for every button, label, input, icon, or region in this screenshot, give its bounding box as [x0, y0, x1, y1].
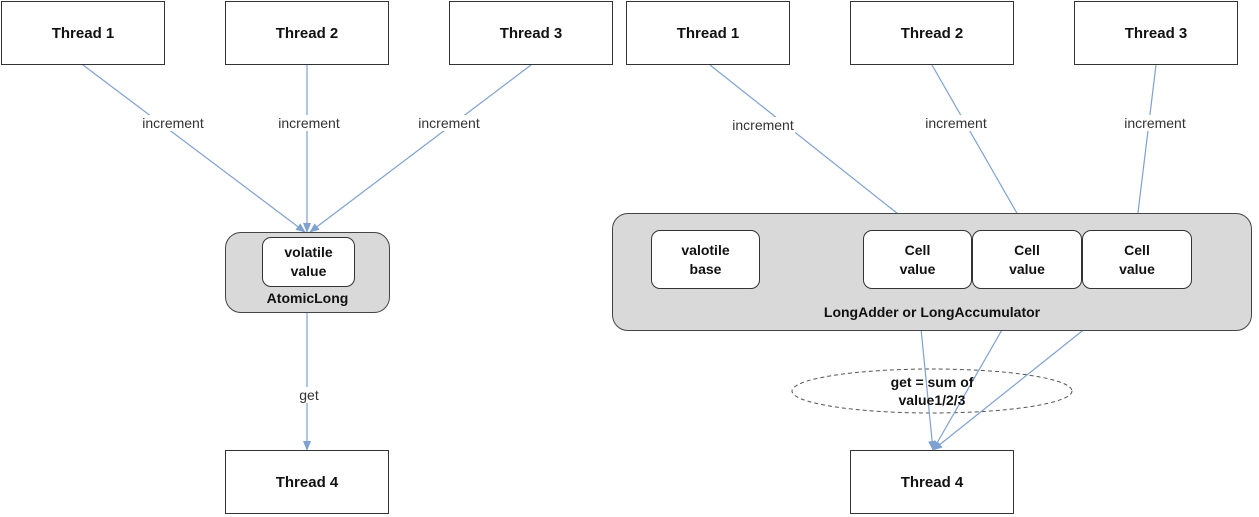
left-increment-label-1: increment — [140, 115, 206, 131]
arrow-right-t3-increment — [1133, 64, 1157, 230]
volatile-base-box: valotile base — [651, 230, 760, 289]
right-thread-1: Thread 1 — [626, 1, 790, 65]
atomiclong-label: AtomicLong — [266, 290, 349, 306]
right-thread-3: Thread 3 — [1074, 1, 1238, 65]
left-increment-label-2: increment — [276, 115, 342, 131]
arrow-right-t1-increment — [709, 64, 918, 230]
left-thread-3: Thread 3 — [449, 1, 613, 65]
right-thread-2: Thread 2 — [850, 1, 1014, 65]
cell-2-line2: value — [1009, 260, 1045, 277]
cell-2-line1: Cell — [1014, 241, 1040, 258]
longadder-container: valotile base Cell value Cell value Cell… — [612, 213, 1252, 331]
right-thread-4: Thread 4 — [850, 450, 1014, 514]
cell-box-3: Cell value — [1082, 230, 1192, 289]
volatile-line1: volatile — [284, 244, 333, 260]
volatile-line2: value — [290, 263, 327, 279]
right-increment-label-1: increment — [730, 117, 796, 133]
left-thread-4: Thread 4 — [225, 450, 389, 514]
cell-1-line2: value — [899, 260, 936, 277]
atomiclong-container: volatile value AtomicLong — [225, 232, 390, 313]
sum-ellipse — [791, 368, 1073, 414]
sum-label: get = sum of value1/2/3 — [891, 373, 974, 409]
arrow-left-t3-increment — [309, 64, 532, 233]
longadder-label: LongAdder or LongAccumulator — [823, 304, 1041, 320]
cell-1-line1: Cell — [904, 241, 931, 258]
arrow-left-t1-increment — [82, 64, 306, 233]
cell-3-line1: Cell — [1124, 241, 1150, 258]
base-line1: valotile — [681, 241, 730, 258]
cell-3-line2: value — [1119, 260, 1155, 277]
sum-line2: value1/2/3 — [898, 392, 966, 408]
left-thread-2: Thread 2 — [225, 1, 389, 65]
right-increment-label-2: increment — [923, 115, 989, 131]
cell-box-2: Cell value — [972, 230, 1082, 289]
left-get-label: get — [297, 387, 321, 403]
left-increment-label-3: increment — [416, 115, 482, 131]
base-line2: base — [689, 260, 722, 277]
cell-box-1: Cell value — [863, 230, 972, 289]
left-thread-1: Thread 1 — [1, 1, 165, 65]
right-increment-label-3: increment — [1122, 115, 1188, 131]
arrow-right-t2-increment — [931, 64, 1027, 230]
sum-line1: get = sum of — [890, 374, 974, 390]
volatile-value-box: volatile value — [262, 237, 355, 287]
